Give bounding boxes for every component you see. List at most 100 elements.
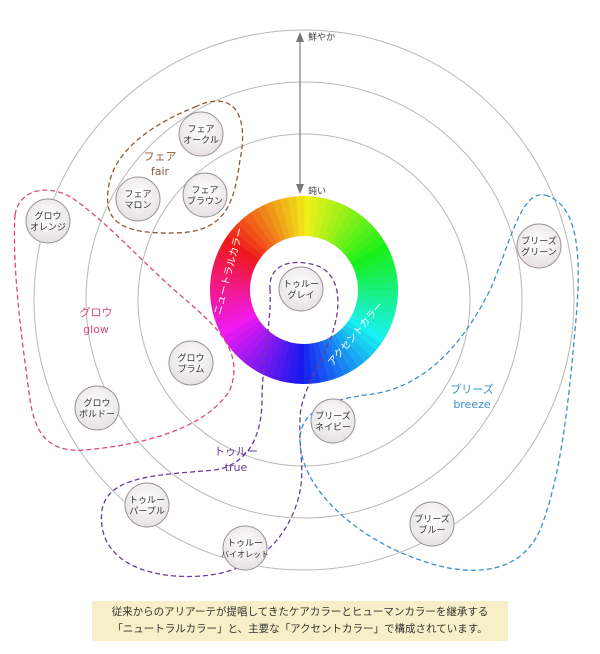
wheel-segment — [263, 338, 286, 379]
wheel-segment — [330, 334, 358, 372]
wheel-segment — [271, 199, 291, 240]
axis-label-vivid: 鮮やか — [308, 31, 335, 43]
wheel-segment — [256, 336, 282, 376]
wheel-segment — [308, 196, 321, 237]
axis-label-dull: 鈍い — [308, 185, 326, 197]
wheel-segment — [243, 331, 274, 368]
wheel-segment — [295, 343, 304, 384]
wheel-segment — [345, 320, 382, 351]
swatch-chips: フェアオークルフェアマロンフェアブラウングロウオレンジグロウプラムグロウボルドー… — [25, 111, 562, 571]
wheel-segment — [264, 201, 286, 242]
swatch-label: ネイビー — [315, 422, 351, 433]
wheel-segment — [334, 331, 365, 368]
ring-middle — [85, 81, 523, 519]
wheel-segment — [210, 273, 251, 286]
swatch-label: フェア — [191, 186, 218, 196]
wheel-segment — [334, 212, 365, 249]
swatch-label: ブルー — [418, 524, 445, 536]
swatch-circle — [124, 482, 170, 528]
wheel-segment — [210, 281, 251, 290]
swatch-circle — [310, 398, 356, 444]
wheel-segment — [342, 324, 377, 357]
wheel-segment — [338, 328, 371, 363]
wheel-segment — [271, 340, 291, 381]
wheel-segment — [317, 199, 337, 240]
wheel-segment — [222, 235, 260, 263]
axis-arrowhead-top — [296, 32, 304, 42]
wheel-segment — [322, 338, 344, 379]
swatch-label: グロウ — [177, 352, 204, 364]
wheel-segment — [352, 250, 393, 272]
wheel-segment — [357, 294, 398, 307]
swatch-circle — [409, 501, 455, 547]
wheel-segment — [210, 294, 251, 307]
swatch-circle — [115, 176, 161, 222]
wheel-segment — [350, 312, 390, 338]
swatch-label: オレンジ — [30, 222, 66, 233]
saturation-axis: 鮮やか 鈍い — [296, 31, 335, 197]
wheel-segment — [357, 273, 398, 286]
wheel-segment — [257, 204, 282, 244]
swatch-label: マロン — [124, 201, 151, 211]
wheel-segment — [326, 336, 351, 376]
wheel-segment — [308, 343, 321, 384]
swatch-label: ボルドー — [79, 409, 115, 420]
wheel-segment — [354, 257, 395, 277]
swatch-circle — [222, 525, 268, 571]
wheel-segment — [211, 299, 252, 315]
wheel-segment — [211, 265, 252, 281]
wheel-segment — [348, 236, 386, 264]
swatch-label: トゥルー — [227, 539, 263, 549]
caption-box: 従来からのアリアーテが提唱してきたケアカラーとヒューマンカラーを継承する 「ニュ… — [92, 601, 508, 641]
glow-group-outline — [13, 189, 235, 451]
swatch-circle — [182, 172, 228, 218]
swatch-label: トゥルー — [129, 496, 165, 506]
wheel-segment — [218, 242, 258, 268]
wheel-segment — [322, 201, 345, 242]
wheel-segment — [356, 299, 397, 315]
wheel-segment — [345, 229, 382, 260]
wheel-segment — [215, 308, 256, 330]
swatch-label: グリーン — [521, 246, 557, 258]
swatch-label: グロウ — [83, 397, 110, 409]
swatch-label: グロウ — [34, 210, 61, 222]
wheel-segment — [357, 290, 398, 299]
true-label-en: true — [225, 461, 248, 474]
wheel-segment — [226, 320, 263, 351]
wheel-segment — [356, 265, 397, 281]
wheel-segment — [213, 257, 254, 277]
swatch-label: トゥルー — [283, 280, 319, 290]
swatch-circle — [25, 198, 71, 244]
wheel-segment — [287, 343, 300, 384]
caption-line-1: 従来からのアリアーテが提唱してきたケアカラーとヒューマンカラーを継承する — [111, 606, 489, 618]
true-group-outline — [100, 261, 339, 578]
wheel-segment — [213, 303, 254, 323]
wheel-segment — [231, 223, 266, 256]
wheel-segment — [303, 343, 313, 384]
wheel-segment — [231, 324, 266, 357]
wheel-segment — [226, 229, 263, 260]
wheel-segment — [354, 303, 395, 323]
true-label-jp: トゥルー — [214, 445, 258, 458]
wheel-segment — [313, 342, 329, 383]
swatch-label: パープル — [129, 506, 164, 517]
wheel-segment — [218, 312, 258, 337]
wheel-segment — [249, 334, 277, 372]
wheel-segment — [313, 197, 329, 238]
wheel-segment — [250, 208, 278, 246]
fair-group-outline — [106, 100, 244, 234]
wheel-segment — [222, 316, 260, 344]
wheel-segment — [279, 197, 295, 238]
swatch-label: ブリーズ — [315, 410, 351, 422]
